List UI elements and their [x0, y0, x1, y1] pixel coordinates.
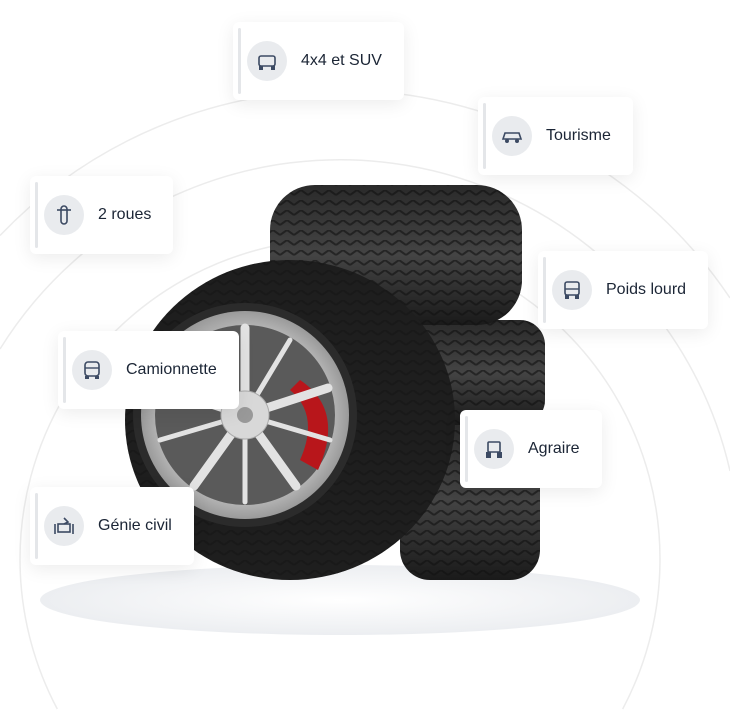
category-label: Poids lourd: [606, 281, 687, 298]
category-label: Camionnette: [126, 361, 217, 378]
excavator-icon: [44, 506, 84, 546]
truck-icon: [552, 270, 592, 310]
category-label: Agraire: [528, 440, 580, 457]
category-card-4x4-suv[interactable]: 4x4 et SUV: [233, 22, 404, 100]
category-label: 4x4 et SUV: [301, 52, 382, 69]
tractor-icon: [474, 429, 514, 469]
motorcycle-icon: [44, 195, 84, 235]
van-icon: [72, 350, 112, 390]
car-icon: [492, 116, 532, 156]
category-card-camionnette[interactable]: Camionnette: [58, 331, 239, 409]
category-card-tourisme[interactable]: Tourisme: [478, 97, 633, 175]
suv-icon: [247, 41, 287, 81]
category-card-genie-civil[interactable]: Génie civil: [30, 487, 194, 565]
category-label: Tourisme: [546, 127, 611, 144]
category-card-poids-lourd[interactable]: Poids lourd: [538, 251, 709, 329]
base-platform: [40, 565, 640, 635]
category-card-2-roues[interactable]: 2 roues: [30, 176, 174, 254]
category-card-agraire[interactable]: Agraire: [460, 410, 602, 488]
category-label: Génie civil: [98, 517, 172, 534]
category-label: 2 roues: [98, 206, 152, 223]
